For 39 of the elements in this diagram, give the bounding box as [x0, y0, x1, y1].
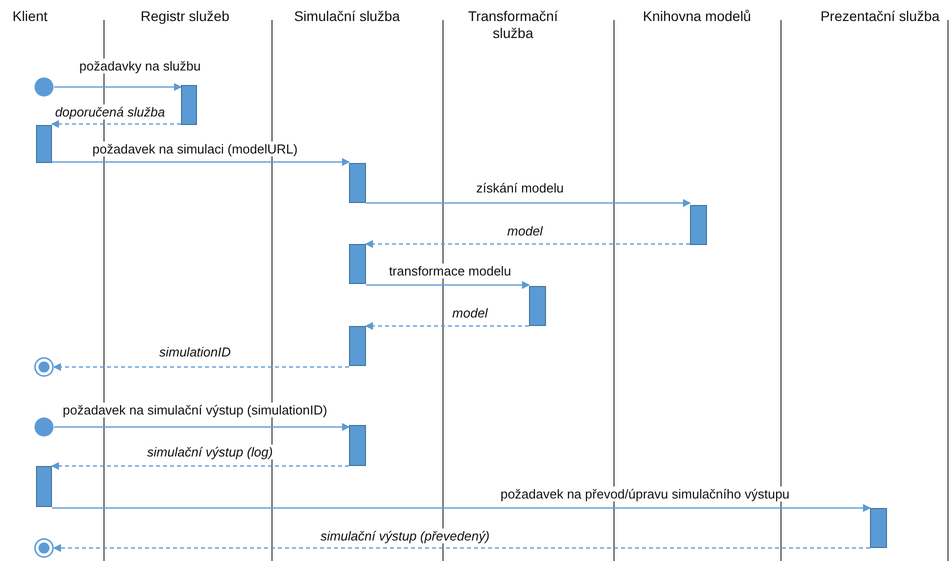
return-arrow	[365, 240, 690, 248]
message-arrow	[54, 423, 350, 431]
return-arrow	[51, 462, 349, 470]
message-label: požadavek na simulační výstup (simulationID)	[60, 402, 330, 418]
message-label: požadavek na převod/úpravu simulačního výstupu	[498, 486, 792, 502]
end-state-circle	[34, 538, 54, 558]
activation-bar	[690, 205, 707, 245]
message-label: doporučená služba	[53, 104, 167, 120]
message-label: simulationID	[157, 344, 233, 360]
message-label: model	[505, 224, 545, 238]
activation-bar	[870, 508, 887, 548]
message-label: získání modelu	[474, 180, 566, 196]
message-arrow	[366, 199, 691, 207]
message-arrow	[52, 158, 350, 166]
message-label: požadavky na službu	[77, 58, 203, 74]
activation-bar	[529, 286, 546, 326]
return-arrow	[53, 544, 870, 552]
return-arrow	[51, 120, 181, 128]
return-arrow	[53, 363, 349, 371]
activation-bar	[349, 244, 366, 284]
message-label: požadavek na simulaci (modelURL)	[90, 142, 300, 156]
activation-bar	[181, 85, 197, 125]
end-state-circle	[34, 357, 54, 377]
start-state-circle	[34, 417, 54, 437]
message-label: simulační výstup (převedený)	[318, 528, 492, 544]
participant-name: Registr služeb	[140, 8, 230, 25]
activation-bar	[349, 163, 366, 203]
message-arrow	[54, 83, 182, 91]
message-label: model	[450, 306, 490, 320]
message-label: transformace modelu	[386, 264, 514, 278]
start-state-circle	[34, 77, 54, 97]
activation-bar	[36, 125, 52, 163]
message-arrow	[52, 504, 871, 512]
return-arrow	[365, 322, 529, 330]
message-arrow	[366, 281, 530, 289]
activation-bar	[349, 425, 366, 466]
activation-bar	[349, 326, 366, 366]
activation-bar	[36, 466, 52, 507]
message-label: simulační výstup (log)	[145, 444, 275, 460]
